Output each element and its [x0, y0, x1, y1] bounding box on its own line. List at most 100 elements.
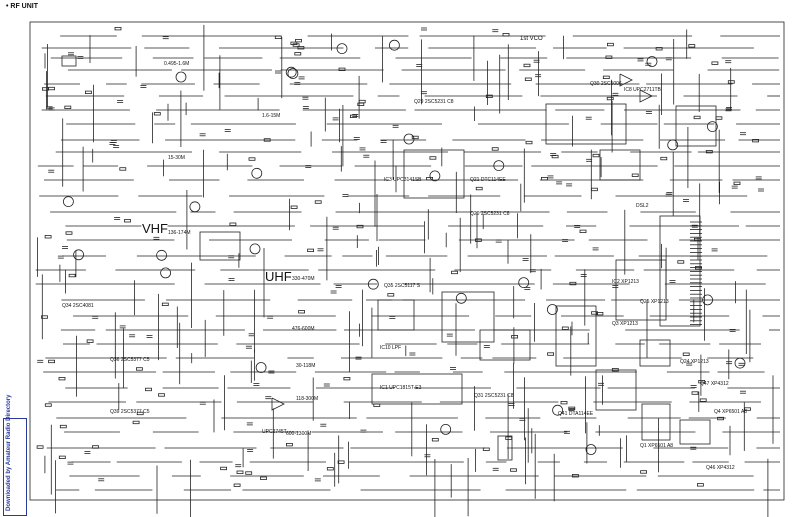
resistor-symbol: [631, 173, 639, 177]
resistor-symbol: [285, 442, 293, 447]
resistor-symbol: [220, 466, 228, 471]
resistor-symbol: [248, 157, 256, 161]
resistor-symbol: [431, 438, 439, 442]
resistor-symbol: [491, 147, 499, 151]
resistor-symbol: [602, 75, 610, 79]
amplifier-symbol: [619, 73, 633, 87]
resistor-symbol: [343, 376, 351, 381]
transistor-symbol: [285, 66, 297, 78]
resistor-symbol: [511, 335, 519, 339]
amplifier-symbol: [271, 397, 285, 411]
resistor-symbol: [245, 471, 253, 475]
ic-block: [497, 435, 513, 461]
resistor-symbol: [260, 476, 267, 480]
ic-block: [641, 403, 671, 441]
transistor-symbol: [63, 196, 74, 208]
vhf-band-label: VHF: [142, 221, 168, 236]
freq-476-600: 476-600M: [292, 326, 315, 332]
ic-block: [615, 259, 667, 321]
resistor-symbol: [236, 470, 244, 474]
resistor-symbol: [229, 222, 237, 226]
ic-block: [371, 373, 463, 405]
resistor-symbol: [655, 47, 663, 51]
q46-label: Q46 XP4312: [706, 465, 735, 471]
resistor-symbol: [356, 224, 364, 229]
resistor-symbol: [717, 416, 724, 421]
resistor-symbol: [524, 77, 532, 81]
transistor-symbol: [547, 304, 558, 315]
upc-label: UPC2745T: [262, 429, 287, 435]
resistor-symbol: [85, 90, 92, 94]
resistor-symbol: [307, 248, 315, 253]
download-stamp-text: Downloaded by Amateur Radio Directory: [6, 394, 12, 511]
resistor-symbol: [274, 35, 282, 39]
vco-label: 1st VCO: [520, 36, 543, 42]
resistor-symbol: [338, 67, 346, 71]
resistor-symbol: [48, 86, 55, 91]
resistor-symbol: [591, 311, 598, 315]
resistor-symbol: [744, 407, 751, 411]
resistor-symbol: [59, 424, 67, 429]
resistor-symbol: [64, 105, 72, 109]
ic-block: [377, 299, 415, 331]
transistor-symbol: [189, 201, 201, 213]
freq-118-300: 118-300M: [296, 396, 319, 402]
transistor-symbol: [667, 139, 679, 151]
resistor-symbol: [693, 115, 701, 120]
ic1-label: IC1 UPC1815T-E3: [380, 385, 422, 391]
resistor-symbol: [349, 114, 357, 118]
q30-label: Q30 2SC5006: [590, 81, 622, 87]
resistor-symbol: [569, 281, 577, 286]
resistor-symbol: [694, 237, 701, 242]
resistor-symbol: [752, 138, 759, 143]
resistor-symbol: [505, 436, 513, 440]
freq-30-118: 30-118M: [296, 363, 316, 369]
resistor-symbol: [135, 367, 143, 371]
resistor-symbol: [525, 140, 533, 145]
resistor-symbol: [660, 156, 668, 161]
resistor-symbol: [691, 391, 699, 395]
transistor-symbol: [493, 160, 505, 172]
q20-label: Q20 2SC5231 C8: [470, 211, 510, 217]
resistor-symbol: [699, 398, 707, 402]
q4-label: Q4 XP6501 A8: [714, 409, 748, 415]
resistor-symbol: [551, 154, 559, 159]
ic-block: [639, 339, 671, 367]
transistor-symbol: [73, 249, 84, 261]
freq-600-1300: 600-1300M: [286, 431, 312, 437]
q35-label: Q35 2SC5117 S: [384, 283, 421, 289]
q24-label: Q24 XP1213: [680, 359, 709, 365]
q41-label: Q41 DTA114EE: [558, 411, 594, 417]
resistor-symbol: [158, 393, 165, 397]
transistor-symbol: [585, 444, 597, 455]
ic-block: [675, 105, 717, 147]
amplifier-symbol: [639, 89, 653, 103]
q31-label: Q31 2SC5231 C8: [474, 393, 514, 399]
resistor-symbol: [290, 41, 298, 45]
ic-block: [479, 329, 531, 361]
download-stamp: Downloaded by Amateur Radio Directory: [3, 394, 27, 516]
q47-label: Q47 XP4312: [700, 381, 729, 387]
resistor-symbol: [411, 135, 419, 140]
resistor-symbol: [474, 238, 482, 242]
resistor-symbol: [591, 187, 598, 192]
q25-label: Q25 XP1213: [640, 299, 669, 305]
q21-label: Q21 DTC114EE: [470, 177, 506, 183]
resistor-symbol: [294, 52, 302, 56]
antenna-jack: [61, 55, 77, 67]
resistor-symbol: [290, 205, 298, 209]
ic-block: [199, 231, 241, 261]
resistor-symbol: [86, 339, 94, 343]
ic3-label: IC3 UPC3141SB: [384, 177, 422, 183]
resistor-symbol: [485, 94, 493, 98]
q3-label: Q3 XP1213: [612, 321, 638, 327]
resistor-symbol: [314, 200, 322, 204]
resistor-symbol: [358, 99, 366, 104]
resistor-symbol: [326, 467, 334, 471]
resistor-symbol: [482, 447, 490, 451]
ic-block: [545, 103, 627, 145]
resistor-symbol: [711, 61, 719, 65]
resistor-symbol: [292, 43, 300, 47]
resistor-symbol: [510, 468, 517, 472]
resistor-symbol: [733, 181, 741, 186]
